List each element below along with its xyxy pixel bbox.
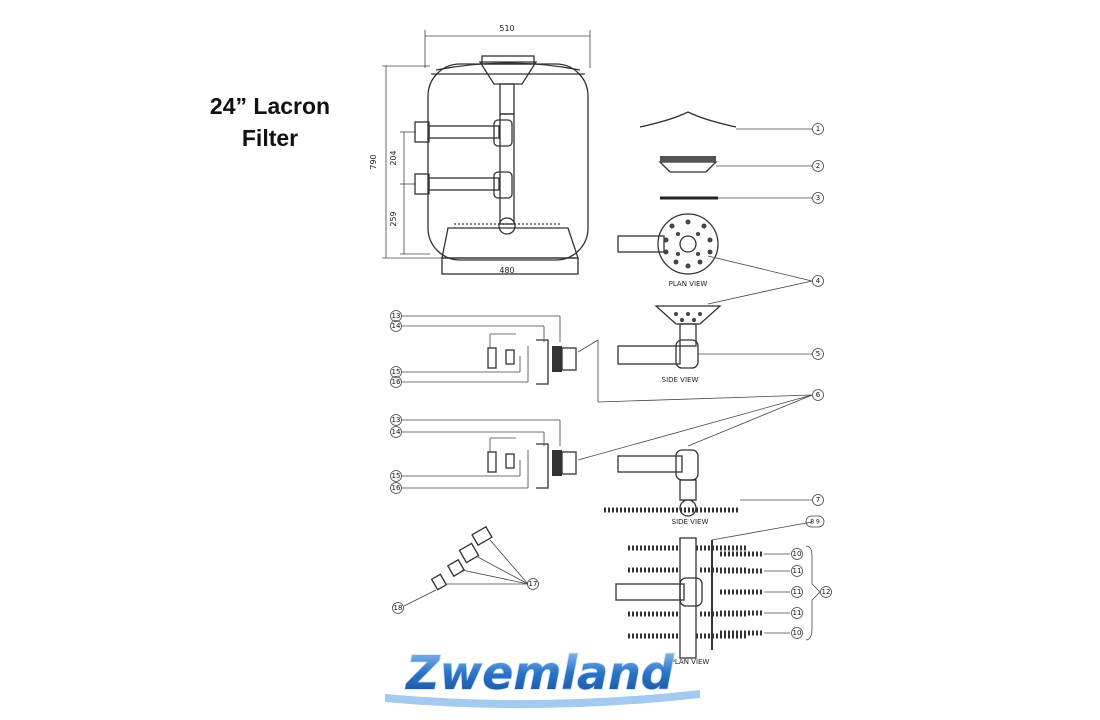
distributor-plan-view: PLAN VIEW	[617, 213, 719, 288]
svg-text:11: 11	[793, 567, 802, 575]
side-view-label-1: SIDE VIEW	[662, 376, 699, 384]
svg-text:2: 2	[816, 162, 820, 170]
svg-text:13: 13	[392, 312, 401, 320]
svg-text:16: 16	[392, 484, 401, 492]
callout-10-b: 10	[791, 627, 803, 639]
callout-3: 3	[812, 192, 824, 204]
svg-text:6: 6	[816, 391, 821, 399]
callout-11-b: 11	[791, 586, 803, 598]
callout-18: 18	[392, 602, 404, 614]
callout-14-a: 14	[390, 320, 402, 332]
callout-15-a: 15	[390, 366, 402, 378]
svg-text:16: 16	[392, 378, 401, 386]
callout-11-a: 11	[791, 565, 803, 577]
title-line-1: 24” Lacron	[209, 93, 331, 119]
svg-text:12: 12	[822, 588, 831, 596]
callout-4: 4	[812, 275, 824, 287]
callout-6: 6	[812, 389, 824, 401]
callout-10-a: 10	[791, 548, 803, 560]
svg-text:8 9: 8 9	[810, 519, 820, 526]
dim-height: 790	[369, 154, 378, 169]
svg-text:4: 4	[816, 277, 821, 285]
callout-13-a: 13	[390, 310, 402, 322]
svg-text:1: 1	[816, 125, 820, 133]
svg-text:11: 11	[793, 588, 802, 596]
svg-text:18: 18	[394, 604, 403, 612]
callout-1: 1	[812, 123, 824, 135]
base-plinth	[441, 257, 579, 275]
callout-14-b: 14	[390, 426, 402, 438]
tank-body	[427, 63, 589, 261]
side-view-label-2: SIDE VIEW	[672, 518, 709, 526]
top-diffuser	[478, 61, 538, 85]
upper-side-port-assembly	[402, 315, 577, 385]
dim-top-width: 510	[499, 24, 514, 33]
svg-text:14: 14	[392, 428, 401, 436]
drain-plug-parts	[403, 525, 529, 607]
callout-5: 5	[812, 348, 824, 360]
dim-lower-spacing: 259	[389, 211, 398, 226]
svg-text:7: 7	[816, 496, 820, 504]
svg-text:3: 3	[816, 194, 820, 202]
callout-7: 7	[812, 494, 824, 506]
callout-8-9: 8 9	[805, 515, 825, 528]
bottom-hub	[498, 217, 516, 235]
svg-text:5: 5	[816, 350, 820, 358]
lower-side-port-assembly	[402, 419, 577, 489]
plan-view-label-2: PLAN VIEW	[671, 658, 710, 666]
svg-text:11: 11	[793, 609, 802, 617]
distributor-side-view: SIDE VIEW	[617, 305, 812, 384]
plan-view-label: PLAN VIEW	[669, 280, 708, 288]
svg-text:15: 15	[392, 472, 401, 480]
callout-16-a: 16	[390, 376, 402, 388]
zwemland-logo: Zwemland	[385, 645, 700, 709]
svg-text:17: 17	[529, 580, 538, 588]
svg-text:10: 10	[793, 629, 802, 637]
dim-upper-spacing: 204	[389, 150, 398, 165]
callout-15-b: 15	[390, 470, 402, 482]
title-line-2: Filter	[241, 125, 299, 151]
callout-16-b: 16	[390, 482, 402, 494]
svg-text:10: 10	[793, 550, 802, 558]
diagram-title: 24” Lacron Filter	[150, 90, 390, 154]
brand-name: Zwemland	[404, 646, 675, 700]
dim-base-width: 480	[499, 266, 514, 275]
lateral-manifold-side-view: SIDE VIEW	[604, 449, 812, 526]
lower-inlet	[414, 173, 430, 195]
lateral-manifold-plan-view: PLAN VIEW	[615, 521, 821, 666]
center-pipe	[499, 83, 515, 115]
svg-text:13: 13	[392, 416, 401, 424]
top-lid-part	[639, 111, 812, 130]
svg-text:14: 14	[392, 322, 401, 330]
callout-11-c: 11	[791, 607, 803, 619]
callout-12: 12	[820, 586, 832, 598]
svg-text:15: 15	[392, 368, 401, 376]
tank-base	[441, 227, 579, 259]
callout-13-b: 13	[390, 414, 402, 426]
filter-tank: 510 480 790 204 259	[369, 24, 591, 275]
callout-17: 17	[527, 578, 539, 590]
upper-inlet	[414, 121, 430, 143]
top-diffuser-part	[658, 156, 812, 173]
callout-2: 2	[812, 160, 824, 172]
